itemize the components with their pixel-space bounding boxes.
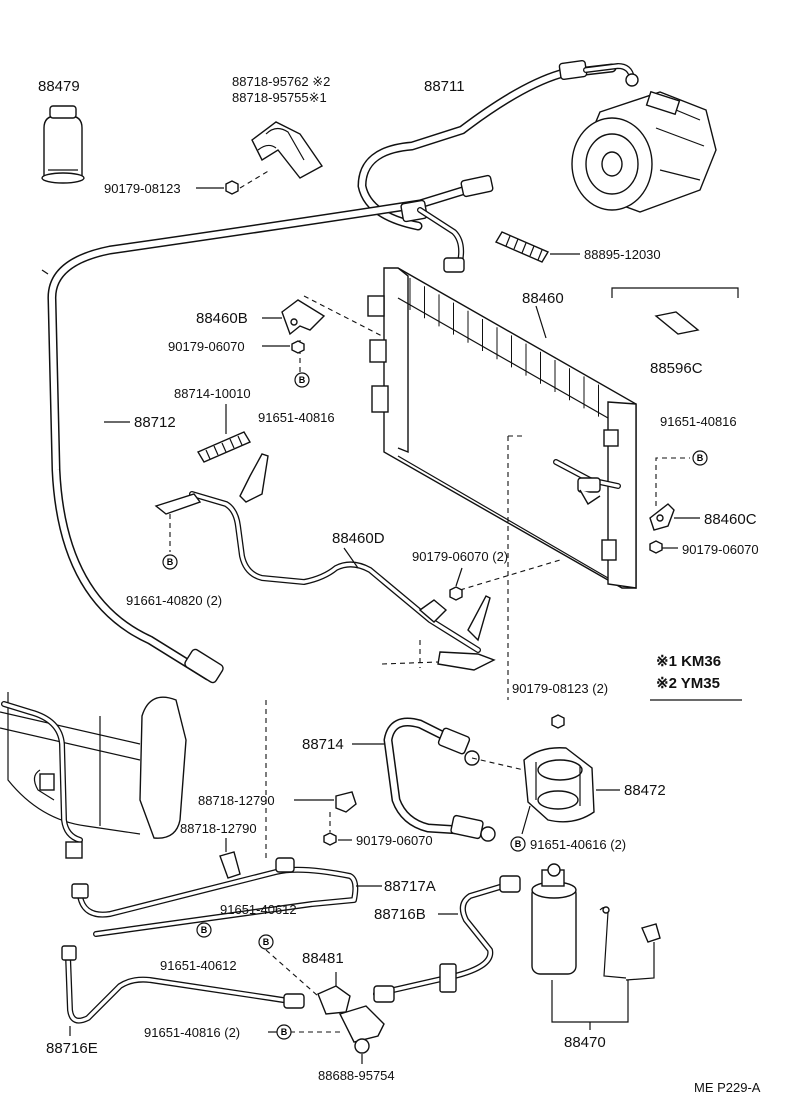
label-91651-40612-b: 91651-40612 [160, 958, 237, 973]
bolt-marker-91651-40612-b: B [258, 934, 274, 950]
fan-shroud-tank [0, 692, 187, 859]
block-88481 [317, 985, 385, 1054]
bolt-marker-91651-40816-b: B [692, 450, 708, 466]
legend-note-1: ※1 KM36 [656, 653, 722, 670]
label-91651-40816-a: 91651-40816 [258, 410, 335, 425]
bolt-marker-91651-40816-2: B [276, 1024, 292, 1040]
label-88470: 88470 [564, 1034, 606, 1051]
svg-text:B: B [281, 1027, 288, 1037]
label-88460B: 88460B [196, 310, 248, 327]
label-88688-95754: 88688-95754 [318, 1068, 395, 1083]
part-88479-cap [41, 105, 85, 184]
tube-88716E [61, 945, 305, 1024]
label-91651-40816-b: 91651-40816 [660, 414, 737, 429]
svg-text:B: B [697, 453, 704, 463]
bolt-marker-91651-40612-a: B [196, 922, 212, 938]
label-88714-10010: 88714-10010 [174, 386, 251, 401]
label-90179-06070-a: 90179-06070 [168, 339, 245, 354]
bolt-marker-91661-40820: B [162, 554, 178, 570]
condenser-88460 [367, 267, 637, 589]
label-88711: 88711 [424, 78, 465, 95]
label-88718-12790-b: 88718-12790 [180, 821, 257, 836]
label-90179-06070-c: 90179-06070 [356, 833, 433, 848]
clamp-88718-12790-a [335, 791, 357, 813]
label-88718-95755: 88718-95755※1 [232, 90, 327, 105]
tube-88460D [154, 453, 496, 671]
bracket-88472 [523, 747, 595, 823]
svg-text:B: B [515, 839, 522, 849]
svg-text:B: B [263, 937, 270, 947]
clamp-88718-12790-b [219, 851, 241, 879]
tube-88717A [71, 857, 359, 937]
label-88718-12790-a: 88718-12790 [198, 793, 275, 808]
label-88479: 88479 [38, 78, 80, 95]
svg-text:B: B [299, 375, 306, 385]
label-88717A: 88717A [384, 878, 436, 895]
label-91651-40612-a: 91651-40612 [220, 902, 297, 917]
bracket-88460B [281, 299, 326, 336]
label-90179-08123-top: 90179-08123 [104, 181, 181, 196]
label-88481: 88481 [302, 950, 344, 967]
compressor [571, 90, 717, 213]
label-88716B: 88716B [374, 906, 426, 923]
label-88716E: 88716E [46, 1040, 98, 1057]
label-88460C: 88460C [704, 511, 757, 528]
label-88460: 88460 [522, 290, 564, 307]
bracket-88460C [649, 503, 675, 531]
hose-88712 [47, 174, 494, 684]
pad-88596C [654, 311, 700, 335]
label-88460D: 88460D [332, 530, 385, 547]
receiver-88470 [531, 863, 661, 981]
label-90179-08123-2: 90179-08123 (2) [512, 681, 609, 696]
label-90179-06070-2: 90179-06070 (2) [412, 549, 509, 564]
nut-90179-08123-top [225, 180, 239, 195]
label-88718-95762: 88718-95762 ※2 [232, 74, 331, 89]
footer-code: ME P229-A [694, 1080, 761, 1095]
part-clamp-88718-957xx [251, 121, 324, 179]
label-90179-06070-b: 90179-06070 [682, 542, 759, 557]
label-88596C: 88596C [650, 360, 703, 377]
label-91661-40820: 91661-40820 (2) [126, 593, 223, 608]
label-88714: 88714 [302, 736, 344, 753]
bolt-marker-91651-40616: B [510, 836, 526, 852]
label-88895-12030: 88895-12030 [584, 247, 661, 262]
tube-88716B [373, 875, 521, 1003]
spring-88714-10010 [196, 431, 252, 463]
bolt-marker-91651-40816-a: B [294, 372, 310, 388]
spring-88895-12030 [494, 231, 550, 263]
svg-text:B: B [201, 925, 208, 935]
legend-note-2: ※2 YM35 [656, 675, 720, 692]
label-88712: 88712 [134, 414, 176, 431]
svg-text:B: B [167, 557, 174, 567]
hose-88714 [383, 717, 496, 842]
label-91651-40616: 91651-40616 (2) [530, 837, 627, 852]
condenser-fins [409, 278, 599, 417]
label-91651-40816-2: 91651-40816 (2) [144, 1025, 241, 1040]
label-88472: 88472 [624, 782, 666, 799]
